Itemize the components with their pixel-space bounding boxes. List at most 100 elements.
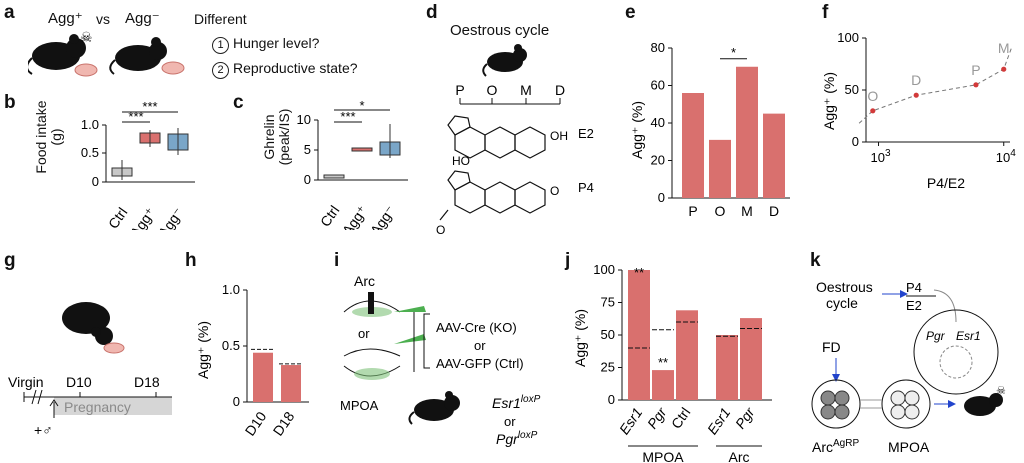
ghrelin-boxplot: 10 5 0 *** * Ctrl Agg⁺ Agg⁻ [297,100,408,230]
h-ytick-label: 1.0 [222,282,240,297]
food-intake-boxplot: 1.0 0.5 0 *** *** Ctrl Agg⁺ Agg⁻ [81,100,195,230]
xtick: Ctrl [105,205,131,230]
j-group-label: Arc [729,449,750,463]
svg-text:+♂: +♂ [34,422,53,438]
panel-label-a: a [4,2,15,23]
h-bar [281,365,301,402]
svg-text:MPOA: MPOA [888,439,930,455]
f-fit-line [858,48,1012,124]
svg-text:D: D [555,82,565,98]
svg-text:D10: D10 [66,374,92,390]
svg-text:AAV-GFP (Ctrl): AAV-GFP (Ctrl) [436,356,524,371]
f-point-label: O [867,88,878,104]
svg-text:or: or [474,338,486,353]
food-intake-axis-label: Food intake (g) [33,100,64,174]
svg-text:HO: HO [452,154,470,168]
ytick: 0 [92,174,99,189]
f-point-label: P [971,62,980,78]
panel-label-i: i [334,250,340,271]
svg-text:E2: E2 [906,298,922,313]
svg-text:Oestrous: Oestrous [816,279,873,295]
oestrous-cycle-title: Oestrous cycle [450,22,550,39]
panel-label-j: j [565,250,571,271]
svg-text:ArcAgRP: ArcAgRP [812,438,859,455]
j-bar [740,318,762,400]
svg-text:P4: P4 [578,180,594,195]
j-ytick-label: 100 [593,262,615,277]
f-point [870,108,876,114]
svg-text:D18: D18 [134,374,160,390]
j-xtick-label: Ctrl [668,405,694,432]
e-ytick-label: 20 [651,153,665,168]
sig-stars: *** [142,100,157,114]
svg-text:Pgr: Pgr [926,329,946,343]
svg-text:☠: ☠ [996,385,1006,397]
svg-text:Ctrl: Ctrl [317,203,343,230]
f-point [913,92,919,98]
svg-text:***: *** [340,109,355,124]
different-label: Different [194,11,247,27]
f-point-label: D [911,72,921,88]
svg-text:Agg⁻: Agg⁻ [367,203,399,230]
aggressive-mouse-icon: ☠ [28,29,98,77]
svg-text:Esr1: Esr1 [956,329,981,343]
h-ytick-label: 0 [233,394,240,409]
e-xtick-label: P [688,203,697,219]
e-ytick-label: 60 [651,78,665,93]
j-sig-star: ** [658,355,668,370]
e2-structure [447,115,546,159]
panel-label-k: k [810,250,821,271]
svg-text:5: 5 [304,142,311,157]
svg-text:OH: OH [550,129,568,143]
panel-label-b: b [4,92,16,113]
e-sig-star: * [731,45,736,60]
j-group-label: MPOA [642,449,684,463]
j-bar [716,335,738,400]
f-point [1001,66,1007,72]
agg-neg-label: Agg⁻ [125,10,160,27]
vs-label: vs [96,11,110,27]
f-point [973,82,979,88]
h-ytick-label: 0.5 [222,338,240,353]
h-xtick-label: D10 [242,408,270,438]
j-bar [652,370,674,400]
oestrous-diagram: P O M D HO OH E2 O O P4 [436,44,594,237]
svg-text:M: M [520,82,532,98]
mouse-icon [62,302,125,354]
svg-text:FD: FD [822,339,841,355]
viral-injection-diagram: Arc or MPOA AAV-Cre (KO) or AAV-GFP (Ctr… [340,273,541,447]
f-xlabel: P4/E2 [927,175,965,191]
svg-text:Virgin: Virgin [8,374,44,390]
f-xtick-label: 103 [871,148,891,165]
h-bar [253,352,273,402]
e-bar [709,139,731,198]
ytick: 0.5 [81,145,99,160]
j-sig-star: ** [634,265,644,280]
svg-text:AAV-Cre (KO): AAV-Cre (KO) [436,320,517,335]
j-bar [676,310,698,400]
j-bar [628,270,650,400]
e-xtick-label: O [715,203,726,219]
f-ytick-label: 100 [837,30,859,45]
panel-label-h: h [185,250,197,271]
j-xtick-label: Esr1 [616,405,646,438]
f-ylabel: Agg⁺ (%) [821,72,837,130]
svg-text:10: 10 [297,112,311,127]
j-xtick-label: Pgr [644,403,670,431]
svg-text:O: O [487,82,498,98]
svg-text:or: or [504,414,516,429]
ytick: 1.0 [81,117,99,132]
svg-text:PgrloxP: PgrloxP [496,430,538,447]
ghrelin-axis-label: Ghrelin (peak/IS) [261,108,292,166]
svg-text:P4: P4 [906,280,922,295]
j-ytick-label: 50 [601,327,615,342]
p4-structure [439,170,546,221]
non-aggressive-mouse-icon [109,37,185,75]
panel-label-d: d [426,2,438,23]
svg-text:E2: E2 [578,126,594,141]
h-ylabel: Agg⁺ (%) [195,321,211,379]
svg-text:*: * [359,100,364,113]
